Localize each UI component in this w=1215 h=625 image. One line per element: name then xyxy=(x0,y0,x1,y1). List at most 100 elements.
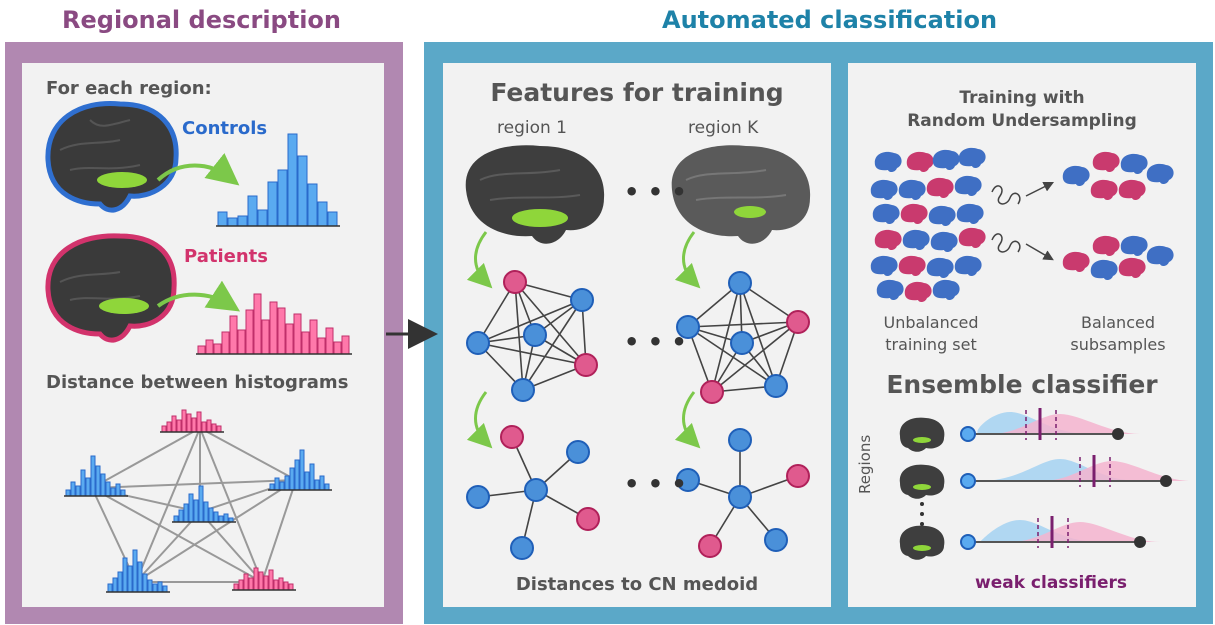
graph-icon xyxy=(466,270,810,560)
histogram-bar xyxy=(107,583,113,593)
histogram-bar xyxy=(294,459,300,491)
graph-node xyxy=(500,425,524,449)
training-title-line1: Training with xyxy=(959,88,1085,108)
histogram-bar xyxy=(299,449,305,491)
brain-icon xyxy=(1062,251,1090,273)
histogram-bar xyxy=(178,509,184,523)
histogram-bar xyxy=(258,571,264,591)
graph-edge xyxy=(514,281,524,391)
graph-node xyxy=(510,536,534,560)
graph-edge xyxy=(711,321,799,393)
graph-edge xyxy=(477,342,587,366)
brain-icon xyxy=(1146,163,1174,185)
controls-endpoint xyxy=(960,473,976,489)
curly-arrow-icon xyxy=(156,280,241,312)
histogram-bar xyxy=(171,415,177,433)
histogram-bar xyxy=(248,577,254,591)
region-k-label: region K xyxy=(688,118,759,138)
brain-icon xyxy=(1090,179,1118,201)
histogram-bar xyxy=(301,331,310,355)
histogram-bar xyxy=(293,313,302,355)
histogram-bar xyxy=(253,567,259,591)
histogram-bar xyxy=(238,579,244,591)
histogram-bar xyxy=(278,577,284,591)
histogram-bar xyxy=(117,571,123,593)
histogram-bar xyxy=(197,345,206,355)
histogram-bar xyxy=(173,515,179,523)
histogram-bar xyxy=(166,421,172,433)
patients-label: Patients xyxy=(184,246,268,267)
histogram-bar xyxy=(324,483,330,491)
histogram-bar xyxy=(201,421,207,433)
graph-node xyxy=(511,378,535,402)
ellipsis: • • • xyxy=(624,328,687,356)
histogram-bar xyxy=(253,293,262,355)
histogram-bar xyxy=(325,327,334,355)
brain-icon xyxy=(954,175,982,197)
ensemble-classifier xyxy=(899,408,1192,560)
brain-icon xyxy=(904,281,932,303)
histogram-bar xyxy=(223,513,229,523)
ellipsis: • • • xyxy=(624,178,687,206)
controls-brain-icon xyxy=(45,101,179,213)
graph-edge xyxy=(687,321,799,328)
for-each-region-label: For each region: xyxy=(46,78,212,99)
histogram-bar xyxy=(287,133,298,227)
histogram-bar xyxy=(127,565,133,593)
histogram-bar xyxy=(304,471,310,491)
region-1-label: region 1 xyxy=(497,118,567,138)
brain-icon xyxy=(872,203,900,225)
histogram-bar xyxy=(309,319,318,355)
ensemble-title: Ensemble classifier xyxy=(886,370,1158,399)
histogram-bar xyxy=(186,413,192,433)
graph-node xyxy=(523,323,547,347)
histogram-bar xyxy=(284,475,290,491)
brain-icon xyxy=(1118,257,1146,279)
controls-label: Controls xyxy=(182,118,268,139)
histogram-bar xyxy=(216,425,222,433)
histogram-bar xyxy=(257,209,268,227)
brain-icon xyxy=(930,231,958,253)
histogram-bar xyxy=(319,475,325,491)
region-highlight xyxy=(913,545,931,551)
graph-node xyxy=(524,478,548,502)
brain-icon xyxy=(1092,151,1120,173)
histogram-bar xyxy=(206,419,212,433)
histogram-bar xyxy=(279,481,285,491)
histogram-bar xyxy=(245,309,254,355)
graph-node xyxy=(698,534,722,558)
brain-icon xyxy=(874,151,902,173)
histogram-bar xyxy=(268,569,274,591)
histogram-bar xyxy=(283,581,289,591)
patients-distribution xyxy=(990,414,1140,434)
histogram-bar xyxy=(243,573,249,591)
region-highlight xyxy=(913,437,931,443)
brain-icon xyxy=(900,203,928,225)
brain-icon xyxy=(926,177,954,199)
histogram-bar xyxy=(217,211,228,227)
unbalanced-label: training set xyxy=(885,335,977,354)
histogram-bar xyxy=(269,301,278,355)
histogram-bar xyxy=(196,411,202,433)
controls-endpoint xyxy=(960,534,976,550)
histogram-bar xyxy=(309,463,315,491)
brain-icon xyxy=(958,227,986,249)
histogram-bar xyxy=(297,155,308,227)
graph-node xyxy=(676,315,700,339)
histogram-bar xyxy=(289,467,295,491)
graph-node xyxy=(728,428,752,452)
histogram-bar xyxy=(65,489,71,497)
histogram-bar xyxy=(237,215,248,227)
histogram-bar xyxy=(274,477,280,491)
histogram-bar xyxy=(227,217,238,227)
training-samples xyxy=(870,147,1174,303)
ellipsis-dot xyxy=(920,522,924,526)
histogram-bar xyxy=(277,307,286,355)
histogram-bar xyxy=(261,319,270,355)
histogram-bar xyxy=(115,483,121,497)
histogram-bar xyxy=(277,169,288,227)
histogram-bar xyxy=(162,585,168,593)
histogram-bar xyxy=(307,183,318,227)
brain-icon-region-k xyxy=(671,145,811,244)
graph-node xyxy=(730,331,754,355)
